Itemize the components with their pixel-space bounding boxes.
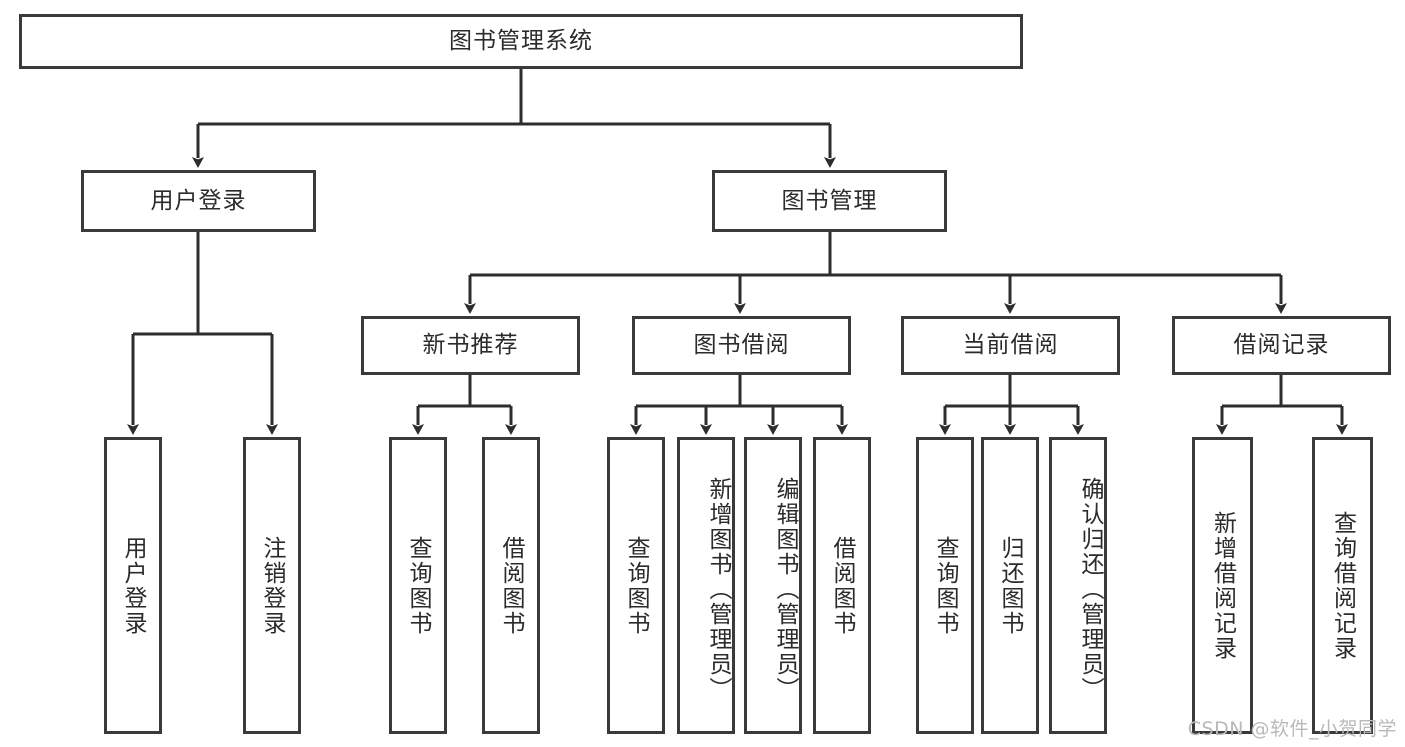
leaf-borrow-add-book-admin[interactable]: 新增图书（管理员） [677,437,735,734]
node-book-management[interactable]: 图书管理 [712,170,947,232]
node-label: 图书管理系统 [449,28,593,54]
node-label: 新增借阅记录 [1209,510,1236,661]
leaf-record-query-borrow-record[interactable]: 查询借阅记录 [1312,437,1373,734]
node-label: 用户登录 [150,187,247,214]
leaf-borrow-query-book[interactable]: 查询图书 [607,437,665,734]
node-label: 确认归还（管理员） [1077,477,1103,702]
node-user-login[interactable]: 用户登录 [81,170,316,232]
watermark: CSDN @软件_小贺同学 [1187,718,1397,740]
leaf-borrow-borrow-book[interactable]: 借阅图书 [813,437,871,734]
node-label: 借阅图书 [498,535,525,636]
node-label: 图书管理 [781,187,878,214]
node-label: 查询借阅记录 [1329,510,1356,661]
leaf-current-confirm-return-admin[interactable]: 确认归还（管理员） [1049,437,1107,734]
node-book-borrow[interactable]: 图书借阅 [632,316,851,375]
node-root-book-management-system[interactable]: 图书管理系统 [19,14,1023,69]
leaf-recommend-borrow-book[interactable]: 借阅图书 [482,437,540,734]
leaf-recommend-query-book[interactable]: 查询图书 [389,437,447,734]
leaf-user-login[interactable]: 用户登录 [104,437,162,734]
node-label: 查询图书 [405,535,432,636]
leaf-borrow-edit-book-admin[interactable]: 编辑图书（管理员） [744,437,802,734]
node-label: 新增图书（管理员） [705,477,731,702]
leaf-record-add-borrow-record[interactable]: 新增借阅记录 [1192,437,1253,734]
node-borrow-record[interactable]: 借阅记录 [1172,316,1391,375]
node-label: 借阅记录 [1233,332,1330,358]
node-label: 注销登录 [259,535,286,636]
node-label: 查询图书 [932,535,959,636]
node-label: 归还图书 [997,535,1024,636]
node-label: 查询图书 [623,535,650,636]
node-label: 编辑图书（管理员） [772,477,798,702]
node-label: 借阅图书 [829,535,856,636]
node-label: 图书借阅 [693,332,790,358]
leaf-current-query-book[interactable]: 查询图书 [916,437,974,734]
node-new-book-recommend[interactable]: 新书推荐 [361,316,580,375]
node-label: 用户登录 [120,535,147,636]
node-current-borrow[interactable]: 当前借阅 [901,316,1120,375]
leaf-current-return-book[interactable]: 归还图书 [981,437,1039,734]
leaf-logout[interactable]: 注销登录 [243,437,301,734]
node-label: 当前借阅 [962,332,1059,358]
node-label: 新书推荐 [422,332,519,358]
